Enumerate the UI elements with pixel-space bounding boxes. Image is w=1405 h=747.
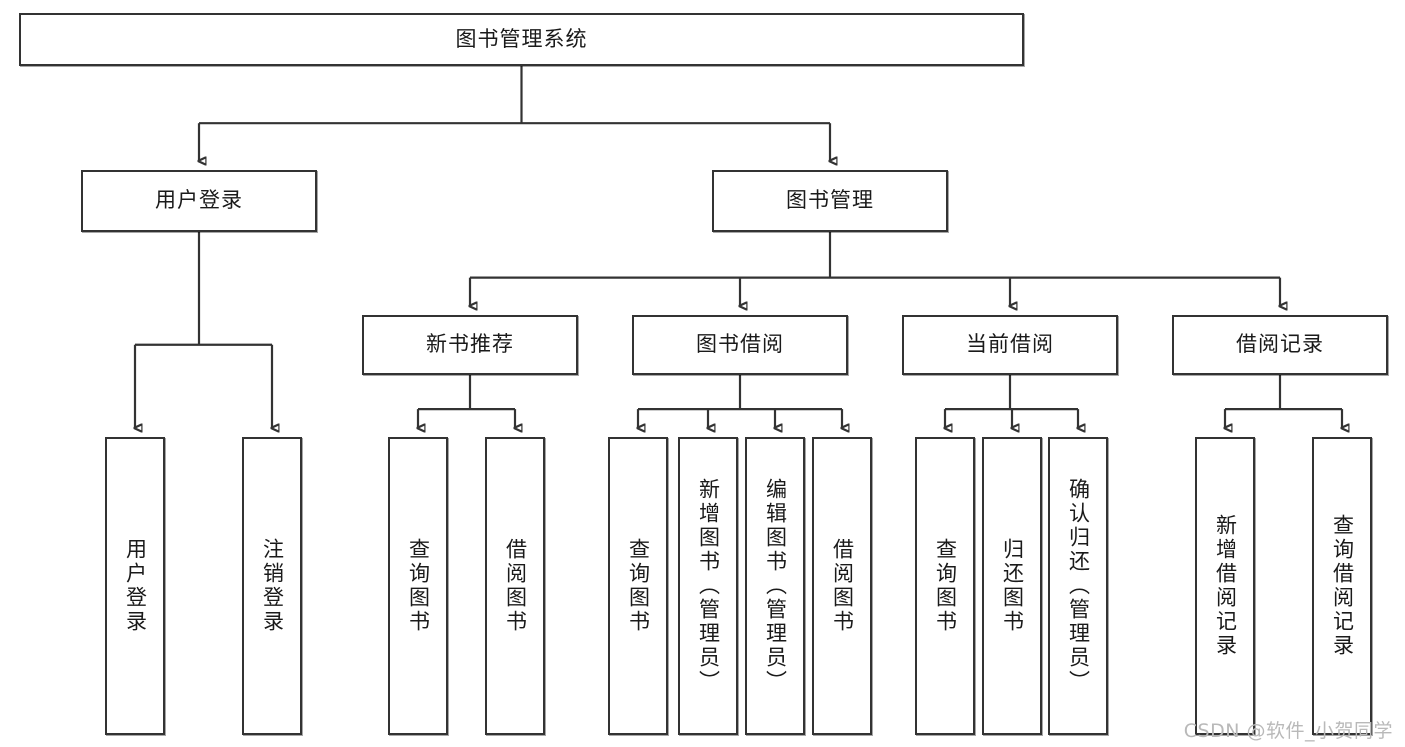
node-leaf-add-borrow-record[interactable]: 新增借阅记录 [1195,437,1255,735]
node-label-leaf-confirm-return-admin: 确认归还（管理员） [1066,478,1091,694]
node-label-book-borrow: 图书借阅 [696,332,784,357]
node-label-leaf-borrow-book: 借阅图书 [830,538,855,634]
node-book-borrow[interactable]: 图书借阅 [632,315,848,375]
node-leaf-query-borrow-record[interactable]: 查询借阅记录 [1312,437,1372,735]
node-new-book-recommend[interactable]: 新书推荐 [362,315,578,375]
node-leaf-add-book-admin[interactable]: 新增图书（管理员） [678,437,738,735]
node-book-manage[interactable]: 图书管理 [712,170,948,232]
node-leaf-confirm-return-admin[interactable]: 确认归还（管理员） [1048,437,1108,735]
node-leaf-query-book-rec[interactable]: 查询图书 [388,437,448,735]
node-leaf-borrow-book[interactable]: 借阅图书 [812,437,872,735]
node-label-book-manage: 图书管理 [786,188,874,213]
node-label-leaf-add-book-admin: 新增图书（管理员） [696,478,721,694]
node-label-leaf-logout: 注销登录 [260,538,285,634]
node-user-login[interactable]: 用户登录 [81,170,317,232]
node-leaf-logout[interactable]: 注销登录 [242,437,302,735]
node-label-root: 图书管理系统 [455,26,588,51]
node-leaf-return-book[interactable]: 归还图书 [982,437,1042,735]
node-label-leaf-query-book-borrow: 查询图书 [626,538,651,634]
node-leaf-edit-book-admin[interactable]: 编辑图书（管理员） [745,437,805,735]
node-label-leaf-query-borrow-record: 查询借阅记录 [1330,514,1355,658]
node-root[interactable]: 图书管理系统 [19,13,1024,66]
node-label-new-book-recommend: 新书推荐 [426,332,514,357]
node-label-leaf-edit-book-admin: 编辑图书（管理员） [763,478,788,694]
node-label-leaf-query-book-cur: 查询图书 [933,538,958,634]
node-leaf-query-book-cur[interactable]: 查询图书 [915,437,975,735]
node-borrow-record[interactable]: 借阅记录 [1172,315,1388,375]
node-leaf-user-login[interactable]: 用户登录 [105,437,165,735]
node-label-leaf-borrow-book-rec: 借阅图书 [503,538,528,634]
node-current-borrow[interactable]: 当前借阅 [902,315,1118,375]
node-label-leaf-add-borrow-record: 新增借阅记录 [1213,514,1238,658]
node-label-leaf-query-book-rec: 查询图书 [406,538,431,634]
node-leaf-query-book-borrow[interactable]: 查询图书 [608,437,668,735]
node-label-borrow-record: 借阅记录 [1236,332,1324,357]
node-label-leaf-user-login: 用户登录 [123,538,148,634]
node-leaf-borrow-book-rec[interactable]: 借阅图书 [485,437,545,735]
node-label-leaf-return-book: 归还图书 [1000,538,1025,634]
node-label-current-borrow: 当前借阅 [966,332,1054,357]
watermark: CSDN @软件_小贺同学 [1183,720,1393,742]
node-label-user-login: 用户登录 [155,188,243,213]
